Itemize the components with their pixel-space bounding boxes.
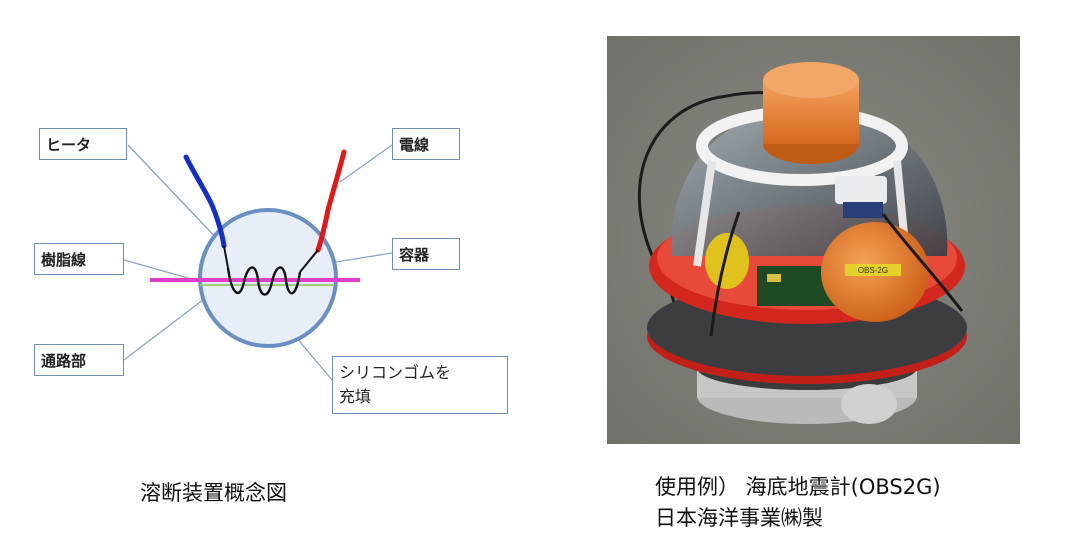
passage-label: 通路部	[34, 344, 124, 376]
resin-wire-label: 樹脂線	[34, 243, 124, 275]
wire-label: 電線	[392, 128, 460, 160]
top-cap-lid	[763, 62, 859, 98]
base-foot	[841, 384, 897, 424]
container-label: 容器	[392, 238, 460, 270]
silicone-fill-label-line1: シリコンゴムを	[339, 361, 451, 385]
seismometer-photo: OBS-2G	[607, 36, 1020, 444]
photo-caption-line1: 使用例） 海底地震計(OBS2G)	[655, 472, 941, 502]
yellow-disk	[705, 233, 749, 289]
photo-caption-line2: 日本海洋事業㈱製	[655, 503, 823, 533]
resin-wire-leader-line	[124, 260, 195, 280]
heater-label: ヒータ	[39, 128, 127, 160]
sticker-text: OBS-2G	[858, 266, 888, 275]
circuit-chip	[767, 274, 781, 282]
diagram-caption: 溶断装置概念図	[140, 478, 287, 508]
red-wire	[318, 152, 344, 250]
silicone-fill-label: シリコンゴムを 充填	[332, 356, 508, 414]
wire-leader-line	[340, 145, 392, 182]
container-leader-line	[336, 253, 392, 262]
silicone-fill-label-line2: 充填	[339, 385, 371, 409]
fusing-device-diagram	[0, 0, 600, 550]
connector-box	[835, 176, 887, 204]
connector-plug	[843, 202, 883, 218]
